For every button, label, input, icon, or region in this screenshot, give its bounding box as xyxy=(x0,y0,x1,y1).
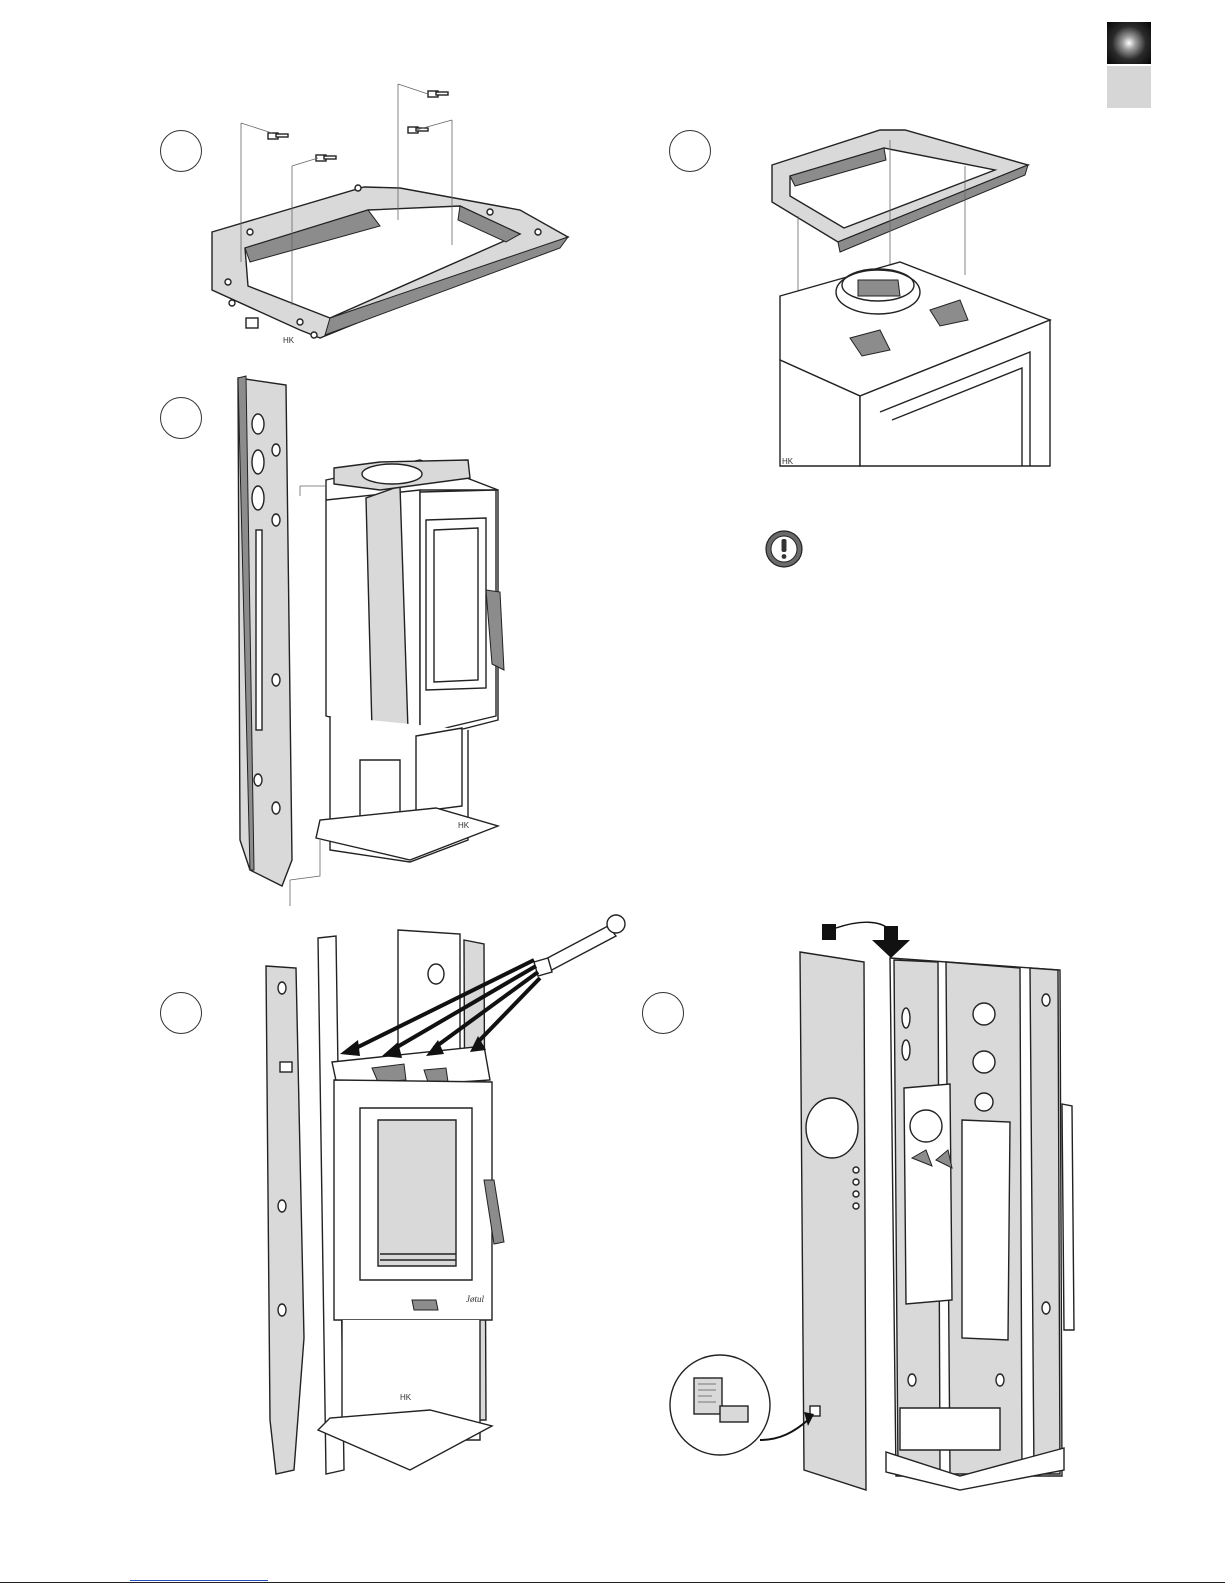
hk-mark: HK xyxy=(400,1393,412,1402)
step-1-illustration: HK xyxy=(212,84,568,345)
step-3-illustration: HK xyxy=(238,376,504,906)
warning-icon xyxy=(766,531,802,567)
footer-link-underline[interactable] xyxy=(130,1580,268,1581)
hk-mark: HK xyxy=(782,457,794,466)
step-4-illustration: Jøtul HK xyxy=(266,915,625,1474)
hk-mark: HK xyxy=(458,821,470,830)
hk-mark: HK xyxy=(283,336,295,345)
step-5-illustration xyxy=(670,922,1074,1490)
step-2-illustration: HK xyxy=(772,130,1050,466)
footer-rule xyxy=(0,1582,1225,1583)
logo: Jøtul xyxy=(466,1294,484,1304)
